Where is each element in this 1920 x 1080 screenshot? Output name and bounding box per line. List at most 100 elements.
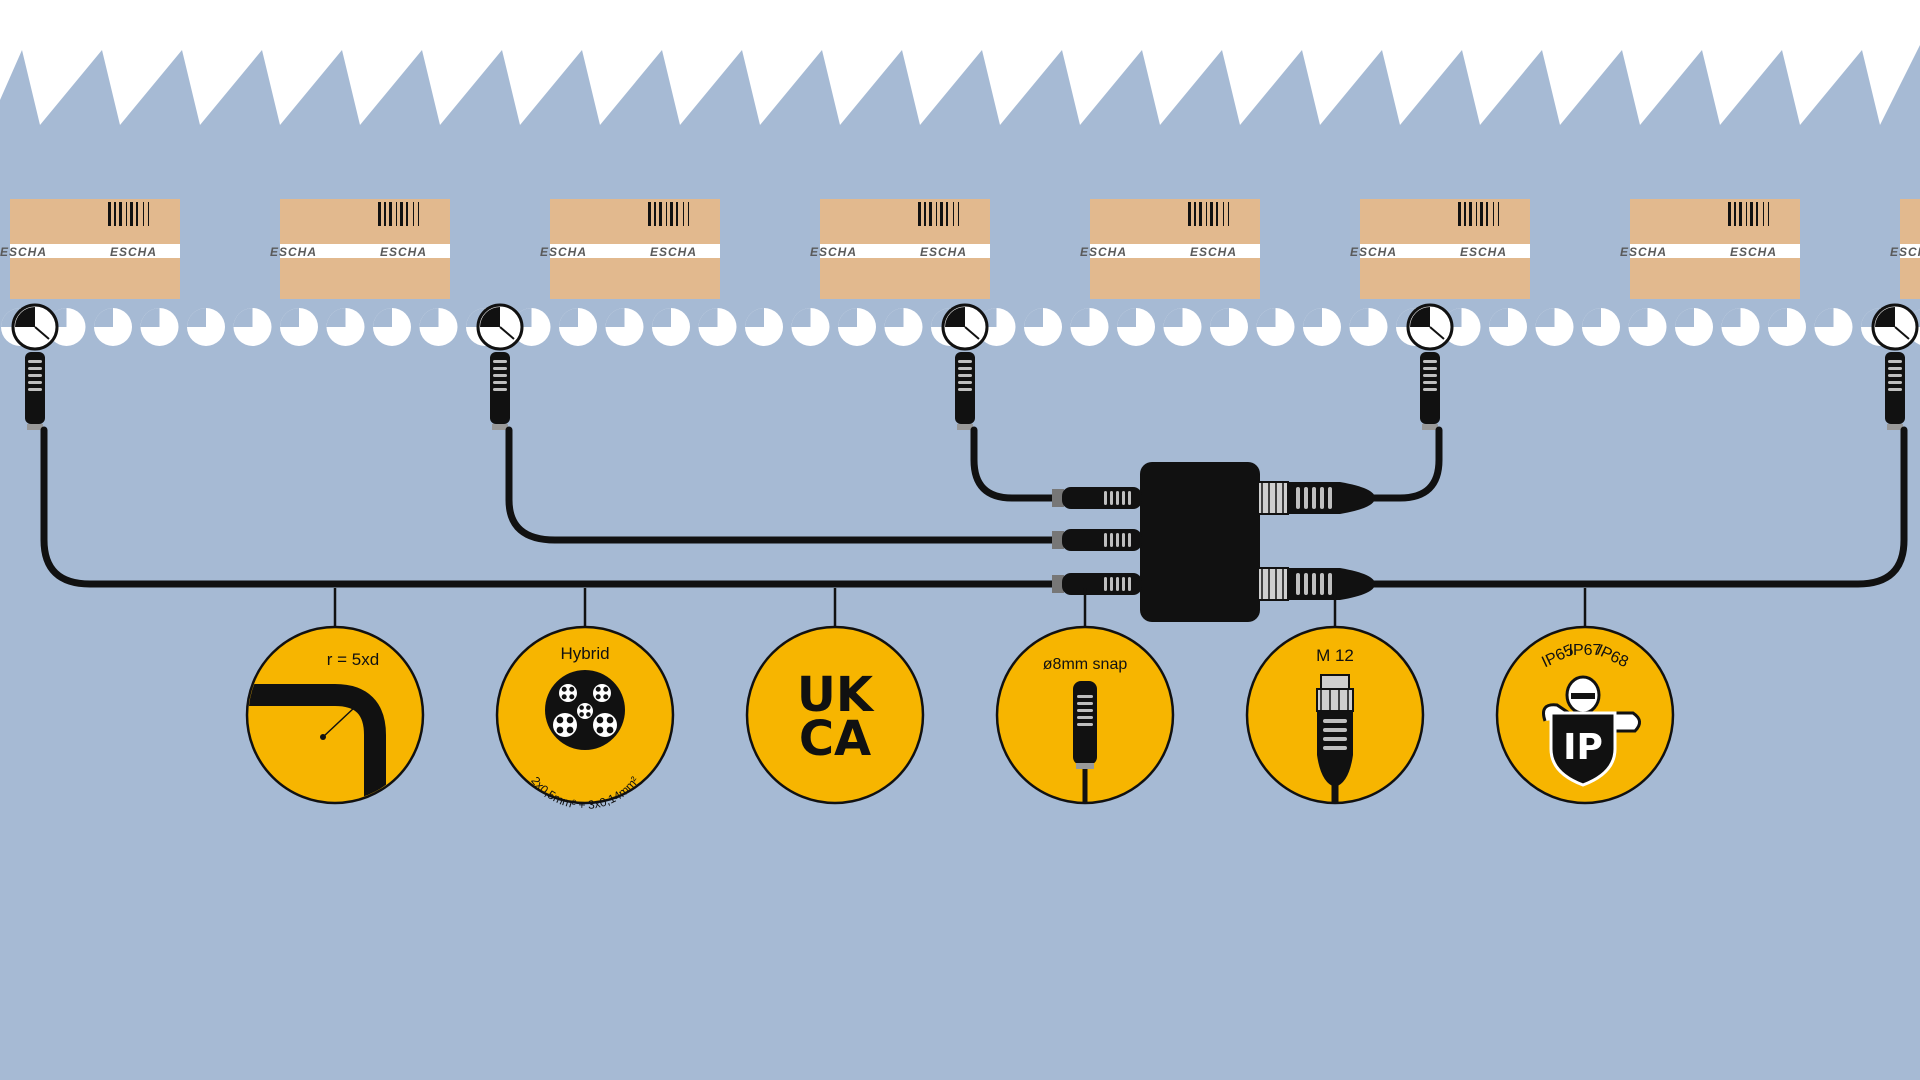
m12-connector-icon — [1316, 674, 1354, 803]
conveyor-roller — [698, 308, 737, 346]
m12-connector-icon — [1257, 567, 1375, 601]
cable-sensor-2 — [505, 426, 1069, 544]
barcode-icon — [918, 202, 959, 226]
badge-label: IP — [1563, 727, 1603, 768]
snap-connector-icon — [1052, 573, 1142, 595]
box-brand-label: ESCHA — [1620, 245, 1667, 259]
ip-shield-icon — [1542, 675, 1641, 787]
bend-radius-badge: r = 5xd — [245, 588, 425, 805]
snap-connector-icon — [1073, 681, 1097, 803]
barcode-icon — [108, 202, 149, 226]
box-brand-label: ESCHA — [270, 245, 317, 259]
conveyor-roller — [1303, 308, 1341, 346]
barcode-icon — [1728, 202, 1769, 226]
barcode-icon — [378, 202, 419, 226]
barcode-icon — [1188, 202, 1229, 226]
cable-sensor-3 — [970, 426, 1069, 502]
cable-sensor-5 — [1346, 426, 1908, 588]
sensor-connector-icon — [1420, 352, 1440, 430]
conveyor-roller — [838, 308, 876, 346]
conveyor-roller — [1721, 308, 1760, 346]
badge-label: ø8mm snap — [1043, 656, 1128, 673]
conveyor-roller — [280, 308, 318, 346]
ip-rating-label: IP67 — [1569, 642, 1602, 659]
box-brand-label: ESCHA — [1350, 245, 1397, 259]
shipping-box: ESCHA ESCHA — [1620, 199, 1800, 299]
bend-radius-icon — [248, 684, 386, 802]
conveyor-roller — [373, 308, 411, 346]
box-brand-label: ESCHA — [1890, 245, 1920, 259]
box-brand-label: ESCHA — [920, 245, 967, 259]
sensor-connector-icon — [1885, 352, 1905, 430]
box-brand-label: ESCHA — [1730, 245, 1777, 259]
box-brand-label: ESCHA — [810, 245, 857, 259]
shipping-box: ESCHA ESCHA — [540, 199, 720, 299]
conveyor-roller — [605, 308, 644, 346]
sensor-connector-icon — [25, 352, 45, 430]
conveyor-boxes: ESCHA ESCHA ESCHA ESCHA ESCHA ESCHA ESCHA ESCHA… — [0, 199, 1920, 299]
badge-label: M 12 — [1316, 646, 1354, 665]
proximity-sensor-icon — [1406, 303, 1454, 351]
badge-label: Hybrid — [560, 644, 609, 663]
conveyor-roller — [1024, 308, 1062, 346]
conveyor-roller — [326, 308, 365, 346]
box-brand-label: ESCHA — [0, 245, 47, 259]
box-brand-label: ESCHA — [1080, 245, 1127, 259]
proximity-sensor-icon — [941, 303, 989, 351]
badge-label: UK — [797, 667, 875, 723]
conveyor-roller — [1117, 308, 1155, 346]
conveyor-roller — [1582, 308, 1620, 346]
proximity-sensor-icon — [476, 303, 524, 351]
conveyor-roller — [94, 308, 132, 346]
snap-connector-icon — [1052, 529, 1142, 551]
shipping-box: ESCHA ESCHA — [0, 199, 180, 299]
hybrid-cross-section-icon — [545, 670, 625, 750]
m12-connector-icon — [1257, 481, 1375, 515]
box-brand-label: ESCHA — [380, 245, 427, 259]
conveyor-roller — [1628, 308, 1667, 346]
sawtooth-roof — [0, 0, 1920, 125]
conveyor-roller — [1535, 308, 1574, 346]
hub-connectors — [1052, 481, 1375, 601]
cable-sensor-1 — [40, 426, 1069, 588]
conveyor-roller — [140, 308, 179, 346]
m12-badge: M 12 — [1245, 588, 1425, 805]
badge-label: r = 5xd — [327, 650, 379, 669]
cable-harness — [25, 352, 1908, 588]
proximity-sensor-icon — [1871, 303, 1919, 351]
badge-label-2: CA — [799, 711, 871, 767]
shipping-box: ESCHA ESCHA — [270, 199, 450, 299]
conveyor-roller — [652, 308, 690, 346]
box-brand-label: ESCHA — [540, 245, 587, 259]
sensor-connector-icon — [955, 352, 975, 430]
proximity-sensor-icon — [11, 303, 59, 351]
conveyor-roller — [1163, 308, 1202, 346]
shipping-box: ESCHA ESCHA — [810, 199, 990, 299]
barcode-icon — [1458, 202, 1499, 226]
conveyor-roller — [1349, 308, 1388, 346]
distributor-box — [1140, 462, 1260, 622]
shipping-box: ESCHA ESCHA — [1080, 199, 1260, 299]
box-brand-label: ESCHA — [110, 245, 157, 259]
conveyor-roller — [1489, 308, 1527, 346]
conveyor-roller — [1070, 308, 1109, 346]
box-brand-label: ESCHA — [1190, 245, 1237, 259]
conveyor-roller — [1675, 308, 1713, 346]
conveyor-roller — [419, 308, 458, 346]
conveyor-roller — [233, 308, 272, 346]
barcode-icon — [648, 202, 689, 226]
conveyor-roller — [1814, 308, 1853, 346]
conveyor-roller — [187, 308, 225, 346]
conveyor-roller — [1768, 308, 1806, 346]
conveyor-roller — [1256, 308, 1295, 346]
box-brand-label: ESCHA — [650, 245, 697, 259]
snap-badge: ø8mm snap — [995, 588, 1175, 805]
sensor-connector-icon — [490, 352, 510, 430]
